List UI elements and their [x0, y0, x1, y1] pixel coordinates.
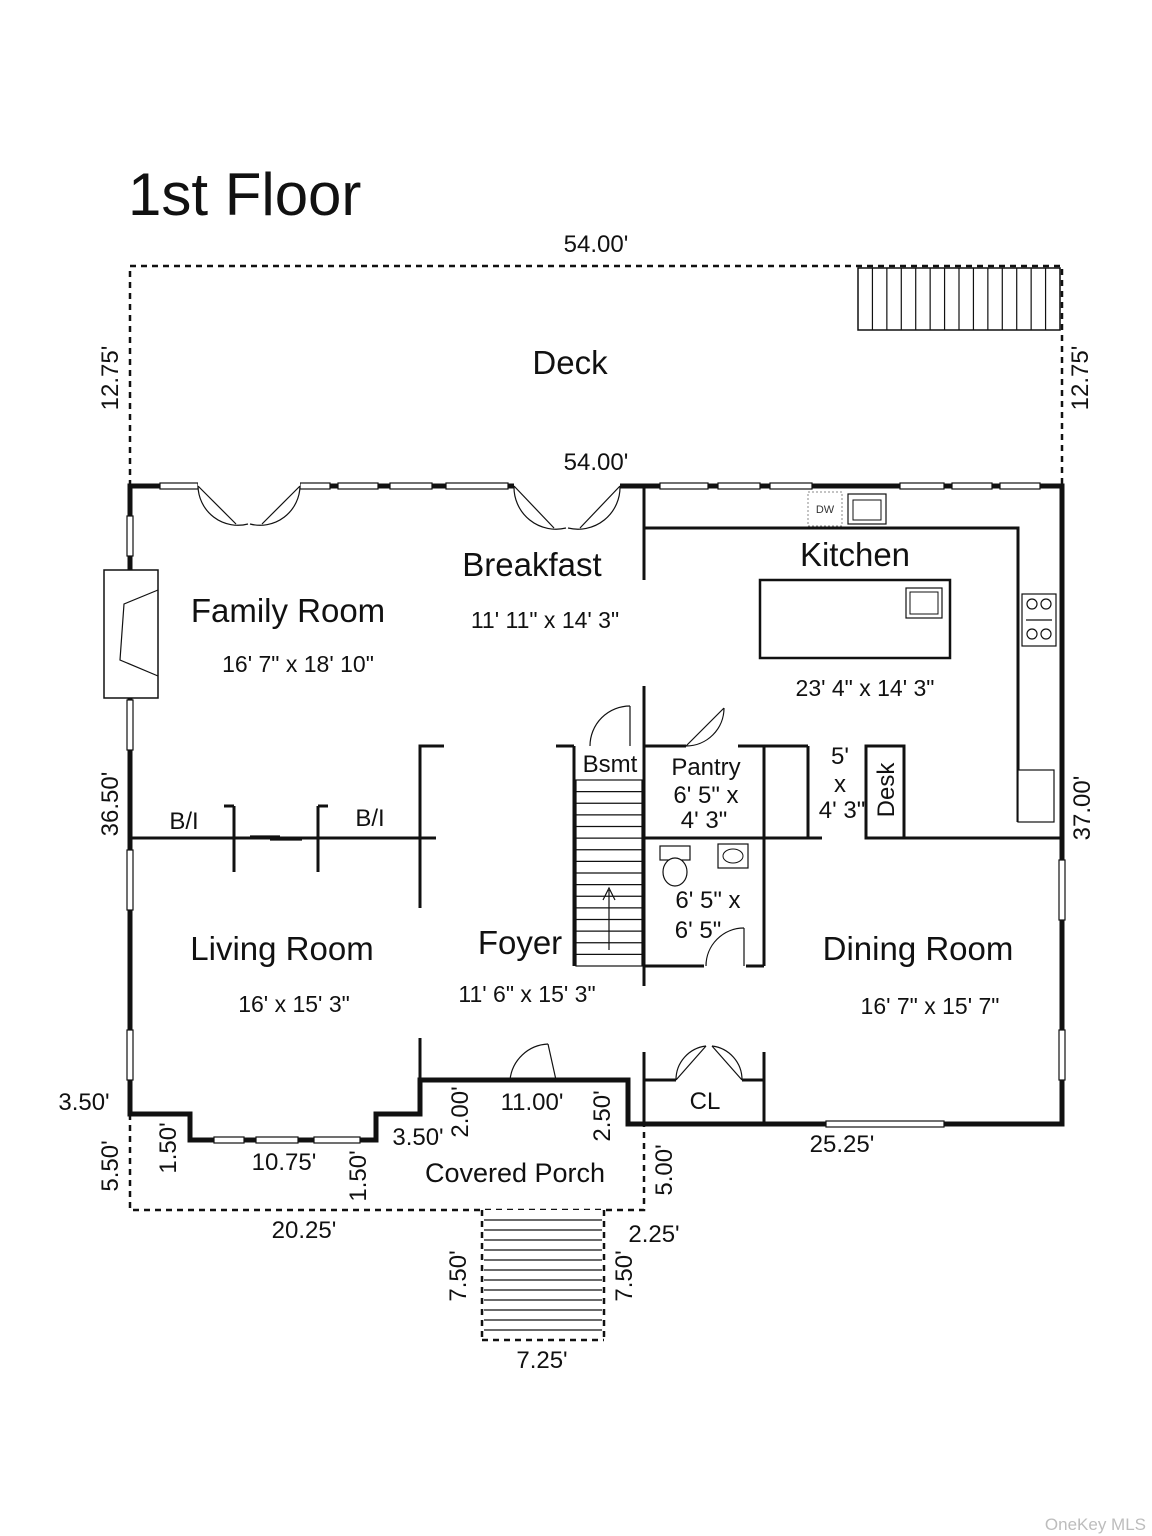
- dim-bay-left: 1.50': [155, 1122, 182, 1173]
- bsmt-label: Bsmt: [583, 751, 638, 778]
- dim-stairs-left: 7.50': [445, 1250, 472, 1301]
- deck-label: Deck: [532, 344, 608, 381]
- island-sink-icon: [905, 587, 943, 619]
- nook-size-line3: 4' 3": [819, 797, 865, 824]
- dining-room-size: 16' 7" x 15' 7": [861, 993, 1000, 1019]
- dim-porch-bottom: 20.25': [272, 1217, 337, 1244]
- deck-stairs: [857, 267, 1061, 331]
- desk-label: Desk: [873, 762, 900, 818]
- nook-size-line2: x: [834, 771, 846, 798]
- pocket-door: [250, 835, 302, 841]
- dim-dining-bottom: 25.25': [810, 1131, 875, 1158]
- dim-porch-right: 5.00': [651, 1144, 678, 1195]
- dishwasher: DW: [807, 491, 843, 527]
- watermark: OneKey MLS: [1045, 1515, 1146, 1534]
- dim-house-top: 54.00': [564, 449, 629, 476]
- dim-stairs-right: 7.50': [611, 1250, 638, 1301]
- family-room-label: Family Room: [191, 592, 385, 629]
- covered-porch-outline: [128, 1114, 646, 1212]
- dim-step-left: 3.50': [58, 1089, 109, 1116]
- dim-stairs-offset: 2.25': [628, 1221, 679, 1248]
- bath-sink-icon: [717, 843, 749, 869]
- living-room-size: 16' x 15' 3": [238, 991, 350, 1017]
- pantry-label: Pantry: [671, 754, 740, 781]
- front-stairs: [480, 1210, 606, 1342]
- dim-bay-width: 10.75': [252, 1149, 317, 1176]
- cooktop-icon: [1021, 593, 1057, 647]
- closet-label: CL: [690, 1088, 721, 1115]
- svg-text:DW: DW: [816, 504, 835, 516]
- nook-size-line1: 5': [831, 743, 849, 770]
- family-room-french-door: [197, 482, 301, 526]
- living-room-label: Living Room: [190, 930, 373, 967]
- deck-outline: [128, 264, 1064, 486]
- fireplace: [103, 569, 159, 699]
- breakfast-french-door: [513, 482, 621, 530]
- dim-house-right: 37.00': [1069, 776, 1096, 841]
- covered-porch-label: Covered Porch: [425, 1158, 605, 1188]
- interior-walls: [130, 686, 1062, 1124]
- floor-title: 1st Floor: [128, 161, 361, 228]
- interior-stairs: [575, 779, 643, 967]
- bath-size-line1: 6' 5" x: [675, 887, 740, 914]
- interior-doors: [509, 705, 745, 1082]
- dim-porch-recess-right: 2.50': [589, 1090, 616, 1141]
- dining-room-label: Dining Room: [823, 930, 1014, 967]
- dim-deck-top: 54.00': [564, 231, 629, 258]
- breakfast-label: Breakfast: [462, 546, 601, 583]
- dim-porch-recess-left: 2.00': [447, 1086, 474, 1137]
- toilet-icon: [659, 845, 691, 887]
- kitchen-label: Kitchen: [800, 536, 910, 573]
- foyer-size: 11' 6" x 15' 3": [458, 981, 595, 1007]
- pantry-size-line1: 6' 5" x: [673, 782, 738, 809]
- dim-bay-right: 1.50': [345, 1150, 372, 1201]
- dim-deck-right: 12.75': [1067, 346, 1094, 411]
- builtin-left-label: B/I: [169, 808, 198, 835]
- kitchen-size: 23' 4" x 14' 3": [796, 675, 935, 701]
- dim-deck-left: 12.75': [97, 346, 124, 411]
- refrigerator-icon: [1017, 769, 1055, 823]
- dim-porch-recess-width: 11.00': [501, 1089, 564, 1116]
- dim-bay-offset: 3.50': [392, 1124, 443, 1151]
- dim-porch-left: 5.50': [97, 1140, 124, 1191]
- bath-size-line2: 6' 5": [675, 917, 721, 944]
- dim-house-left: 36.50': [97, 772, 124, 837]
- family-room-size: 16' 7" x 18' 10": [222, 651, 374, 677]
- builtin-right-label: B/I: [355, 805, 384, 832]
- pantry-size-line2: 4' 3": [681, 807, 727, 834]
- breakfast-size: 11' 11" x 14' 3": [471, 607, 619, 633]
- foyer-label: Foyer: [478, 924, 562, 961]
- kitchen-sink-icon: [847, 493, 887, 525]
- dim-stairs-width: 7.25': [516, 1347, 567, 1374]
